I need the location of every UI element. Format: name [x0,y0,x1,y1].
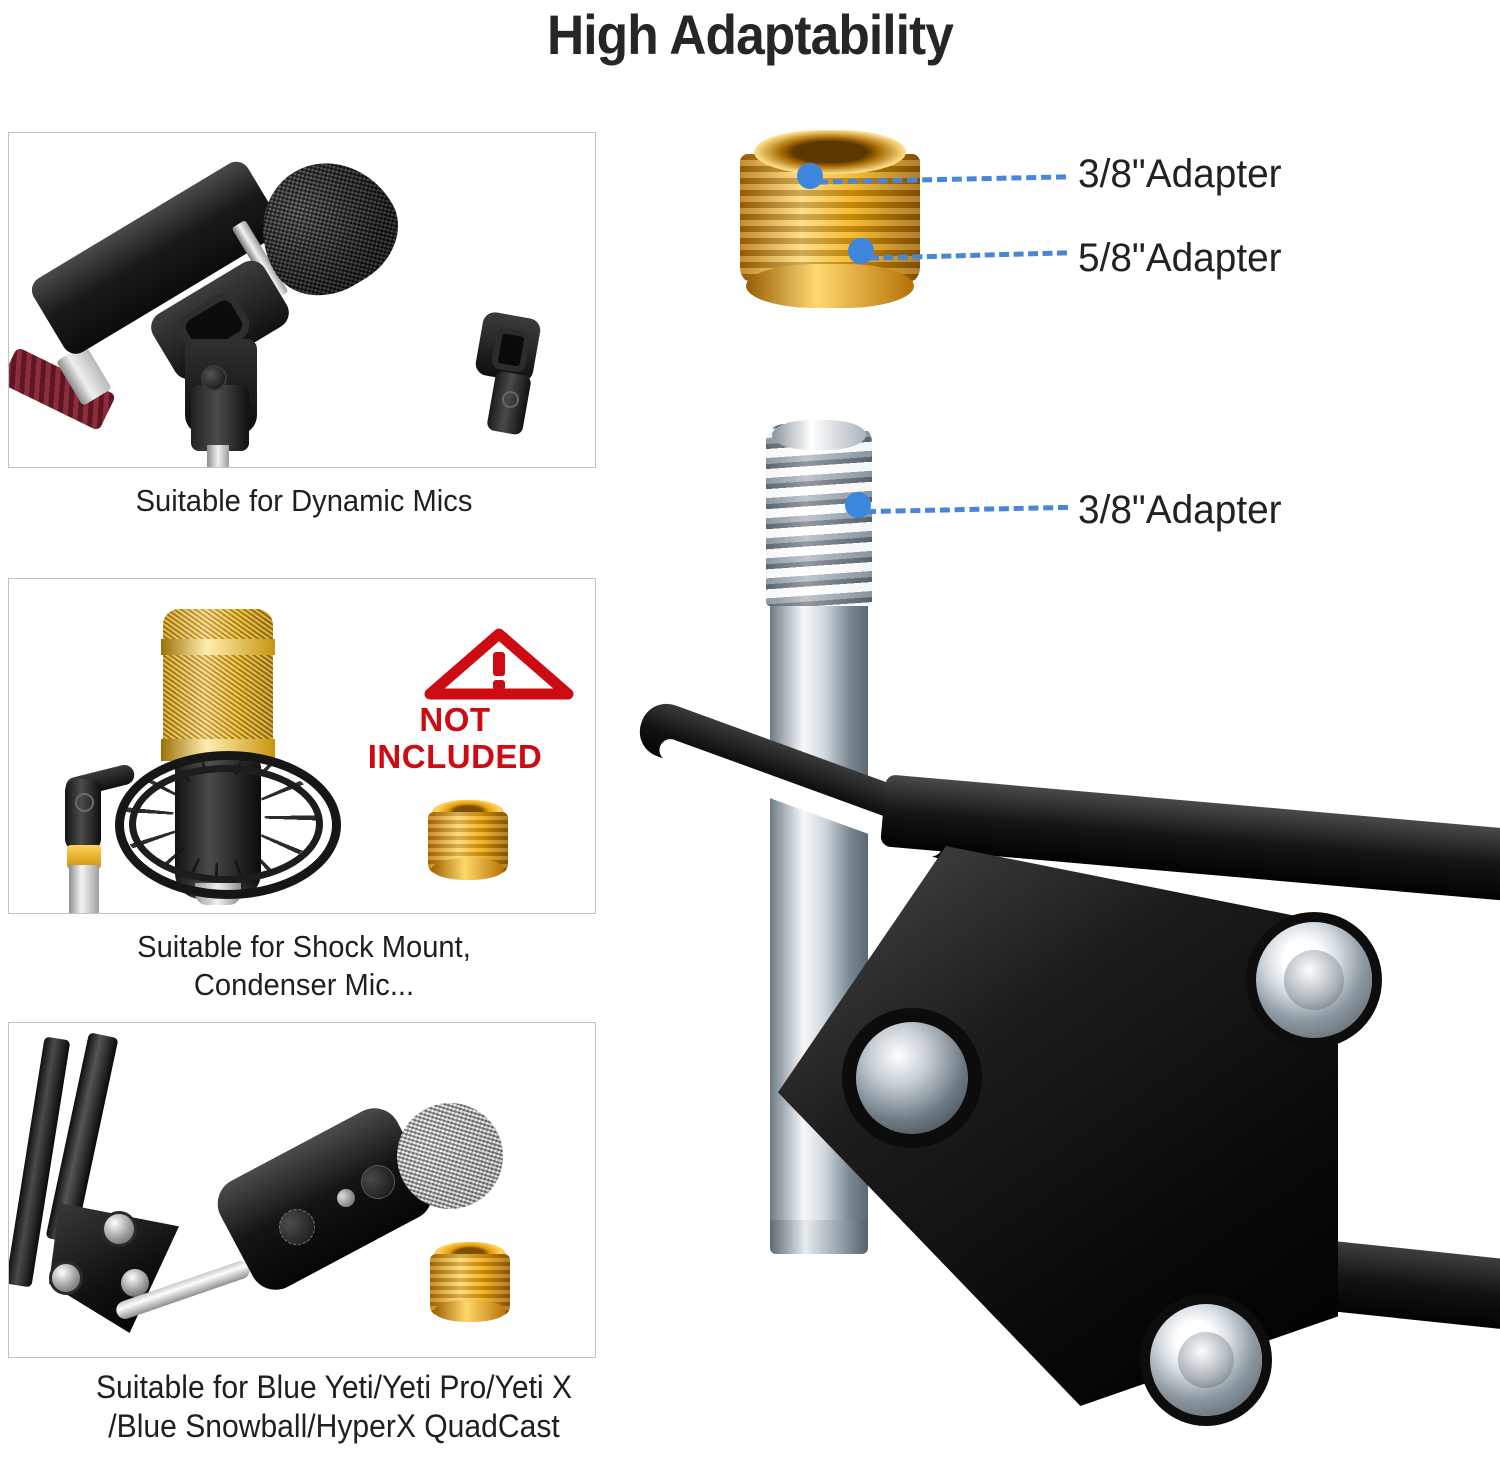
gold-adapter-panel2 [428,800,508,882]
boom-arm-hex-bolt-upper-center [1284,950,1344,1010]
gold-adapter-bottom [432,858,504,880]
warning-label-line2: INCLUDED [367,737,543,775]
hero-boom-arm-assembly [620,696,1500,1458]
bracket-bolt-lower [49,1261,83,1295]
callout-dot-2 [848,238,874,264]
caption-shock-mount-line1: Suitable for Shock Mount, [137,929,471,964]
shock-mount-swivel [65,779,101,851]
caption-usb-mic-line2: /Blue Snowball/HyperX QuadCast [108,1408,560,1445]
caption-dynamic-mic: Suitable for Dynamic Mics [135,483,473,518]
callout-label-3: 3/8"Adapter [1078,488,1282,532]
condenser-mic-top-band [161,639,275,655]
condenser-mic-grille [163,609,273,759]
stand-pole [69,865,99,913]
callout-label-1: 3/8"Adapter [1078,152,1282,196]
bracket-bolt-upper [101,1211,137,1247]
callout-dot-3 [845,492,871,518]
panel-dynamic-mic [8,132,596,468]
shock-mount-outer-ring [115,751,341,899]
caption-usb-mic: Suitable for Blue Yeti/Yeti Pro/Yeti X /… [5,1368,663,1446]
caption-shock-mount-line2: Condenser Mic... [193,966,415,1002]
page-title: High Adaptability [546,3,954,66]
hero-adapter-base [746,264,914,308]
boom-arm-pivot-pin [856,1022,968,1134]
caption-usb-mic-line1: Suitable for Blue Yeti/Yeti Pro/Yeti X [95,1369,573,1405]
shock-mount-inner-ring [129,765,323,883]
screw-cap [772,420,866,450]
warning-label-line1: NOT [419,701,491,738]
callout-label-2: 5/8"Adapter [1078,236,1282,280]
hero-adapter-outer-threads [740,154,920,284]
gold-adapter-panel3 [430,1242,510,1324]
callout-dot-1 [797,163,823,189]
boom-arm-hex-bolt-lower-center [1178,1332,1234,1388]
hero-adapter-inner-thread [754,130,906,174]
mic-clip-knurl [191,385,249,451]
screw-foot [770,1220,868,1254]
caption-shock-mount: Suitable for Shock Mount, Condenser Mic.… [13,928,596,1004]
swivel-screw-icon [75,793,94,812]
callout-leader-line-3 [865,504,1069,515]
stand-post [207,445,229,467]
hero-gold-adapter [738,118,924,310]
boom-arm-bracket-plate [778,846,1338,1406]
warning-label: NOT INCLUDED [330,701,580,776]
mic-clip-knob-icon [201,365,227,391]
bracket-pivot [121,1269,149,1297]
gold-adapter-bottom [434,1300,506,1322]
